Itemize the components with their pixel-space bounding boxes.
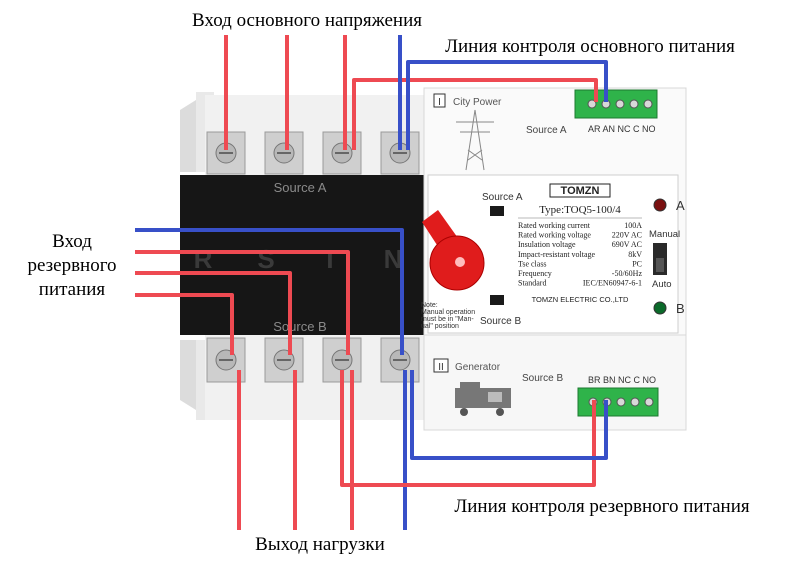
spec-rows: Rated working current 100A Rated working v… bbox=[518, 221, 642, 288]
bottom-screw-2 bbox=[264, 337, 304, 383]
generator-icon bbox=[455, 382, 511, 416]
backup-wire-s bbox=[135, 271, 292, 355]
backup-control-wire-red bbox=[340, 370, 596, 487]
source-a-window bbox=[490, 206, 504, 216]
spec-key: Rated working current bbox=[518, 221, 591, 230]
type-label: Type:TOQ5-100/4 bbox=[539, 204, 621, 216]
spec-key: Standard bbox=[518, 279, 546, 288]
backup-input-wires bbox=[135, 228, 404, 355]
bottom-terminal-screws bbox=[206, 337, 420, 383]
main-input-wires bbox=[224, 35, 598, 150]
spec-key: Impact-resistant voltage bbox=[518, 250, 596, 259]
indicator-b-label: B bbox=[676, 301, 685, 316]
note-line-1: Note: bbox=[421, 302, 438, 309]
note-line-3: must be in "Man- bbox=[421, 316, 474, 323]
switch-source-b-label: Source B bbox=[480, 316, 521, 327]
spec-value: PC bbox=[632, 259, 642, 268]
terminal-block-b bbox=[577, 387, 659, 417]
spec-value: 220V AC bbox=[612, 231, 642, 240]
terminal-a-pins: AR AN NC C NO bbox=[588, 124, 656, 134]
label-backup-control: Линия контроля резервного питания bbox=[454, 496, 750, 517]
indicator-a-label: A bbox=[676, 198, 685, 213]
mode-manual-label: Manual bbox=[649, 229, 680, 240]
spec-value: -50/60Hz bbox=[612, 269, 643, 278]
spec-value: 690V AC bbox=[612, 240, 642, 249]
label-backup-input-1: Вход bbox=[52, 231, 92, 252]
label-main-input: Вход основного напряжения bbox=[192, 10, 422, 31]
device-black-body bbox=[180, 175, 428, 335]
generator-numeral-box bbox=[433, 358, 449, 373]
indicator-b-lamp bbox=[653, 301, 667, 315]
backup-control-wires bbox=[340, 370, 608, 487]
main-control-wire-red bbox=[352, 78, 598, 150]
phase-n: N bbox=[384, 244, 403, 274]
generator-numeral: II bbox=[438, 362, 444, 373]
bottom-screw-1 bbox=[206, 337, 246, 383]
source-b-window bbox=[490, 295, 504, 305]
note-line-4: ual" position bbox=[421, 323, 459, 330]
spec-key: Insulation voltage bbox=[518, 240, 576, 249]
main-control-wires bbox=[398, 35, 608, 150]
body-source-a-label: Source A bbox=[274, 180, 327, 195]
backup-control-wire-blue bbox=[410, 370, 608, 460]
label-backup-input-2: резервного bbox=[27, 255, 116, 276]
spec-key: Frequency bbox=[518, 269, 552, 278]
body-source-b-label: Source B bbox=[273, 319, 326, 334]
load-output-wires bbox=[237, 370, 407, 530]
phase-r: R bbox=[194, 244, 213, 274]
label-main-control: Линия контроля основного питания bbox=[445, 36, 735, 57]
mode-selector-slider[interactable] bbox=[656, 258, 664, 272]
main-control-wire-blue bbox=[406, 60, 608, 150]
spec-value: 8kV bbox=[628, 250, 642, 259]
switch-source-a-label: Source A bbox=[482, 192, 523, 203]
top-screw-2 bbox=[264, 131, 304, 175]
label-load-output: Выход нагрузки bbox=[255, 534, 385, 555]
spec-value: IEC/EN60947-6-1 bbox=[583, 279, 642, 288]
note-line-2: Manual operation bbox=[421, 309, 475, 316]
phase-s: S bbox=[257, 244, 274, 274]
spec-key: Tse class bbox=[518, 259, 547, 268]
city-power-numeral: I bbox=[438, 97, 441, 108]
manual-note: Note: Manual operation must be in "Man- … bbox=[421, 302, 475, 330]
brand-label: TOMZN bbox=[561, 185, 600, 197]
spec-label: TOMZN Type:TOQ5-100/4 Rated working curr… bbox=[518, 183, 642, 304]
manual-handle-knob[interactable] bbox=[422, 210, 485, 291]
manufacturer-label: TOMZN ELECTRIC CO.,LTD bbox=[532, 295, 629, 304]
terminal-block-a bbox=[574, 89, 658, 119]
generator-label: Generator bbox=[455, 362, 501, 373]
terminal-a-source-label: Source A bbox=[526, 125, 567, 136]
mode-auto-label: Auto bbox=[652, 279, 672, 290]
indicator-a-lamp bbox=[653, 198, 667, 212]
backup-wire-n bbox=[135, 228, 404, 355]
city-power-label: City Power bbox=[453, 97, 502, 108]
backup-wire-t bbox=[135, 250, 350, 355]
terminal-b-pins: BR BN NC C NO bbox=[588, 375, 656, 385]
spec-key: Rated working voltage bbox=[518, 231, 591, 240]
phase-t: T bbox=[322, 244, 338, 274]
backup-wire-r bbox=[135, 293, 234, 355]
city-power-numeral-box bbox=[433, 93, 446, 108]
label-backup-input-3: питания bbox=[39, 279, 106, 300]
terminal-b-source-label: Source B bbox=[522, 373, 563, 384]
power-tower-icon bbox=[456, 109, 494, 171]
spec-value: 100A bbox=[624, 221, 642, 230]
